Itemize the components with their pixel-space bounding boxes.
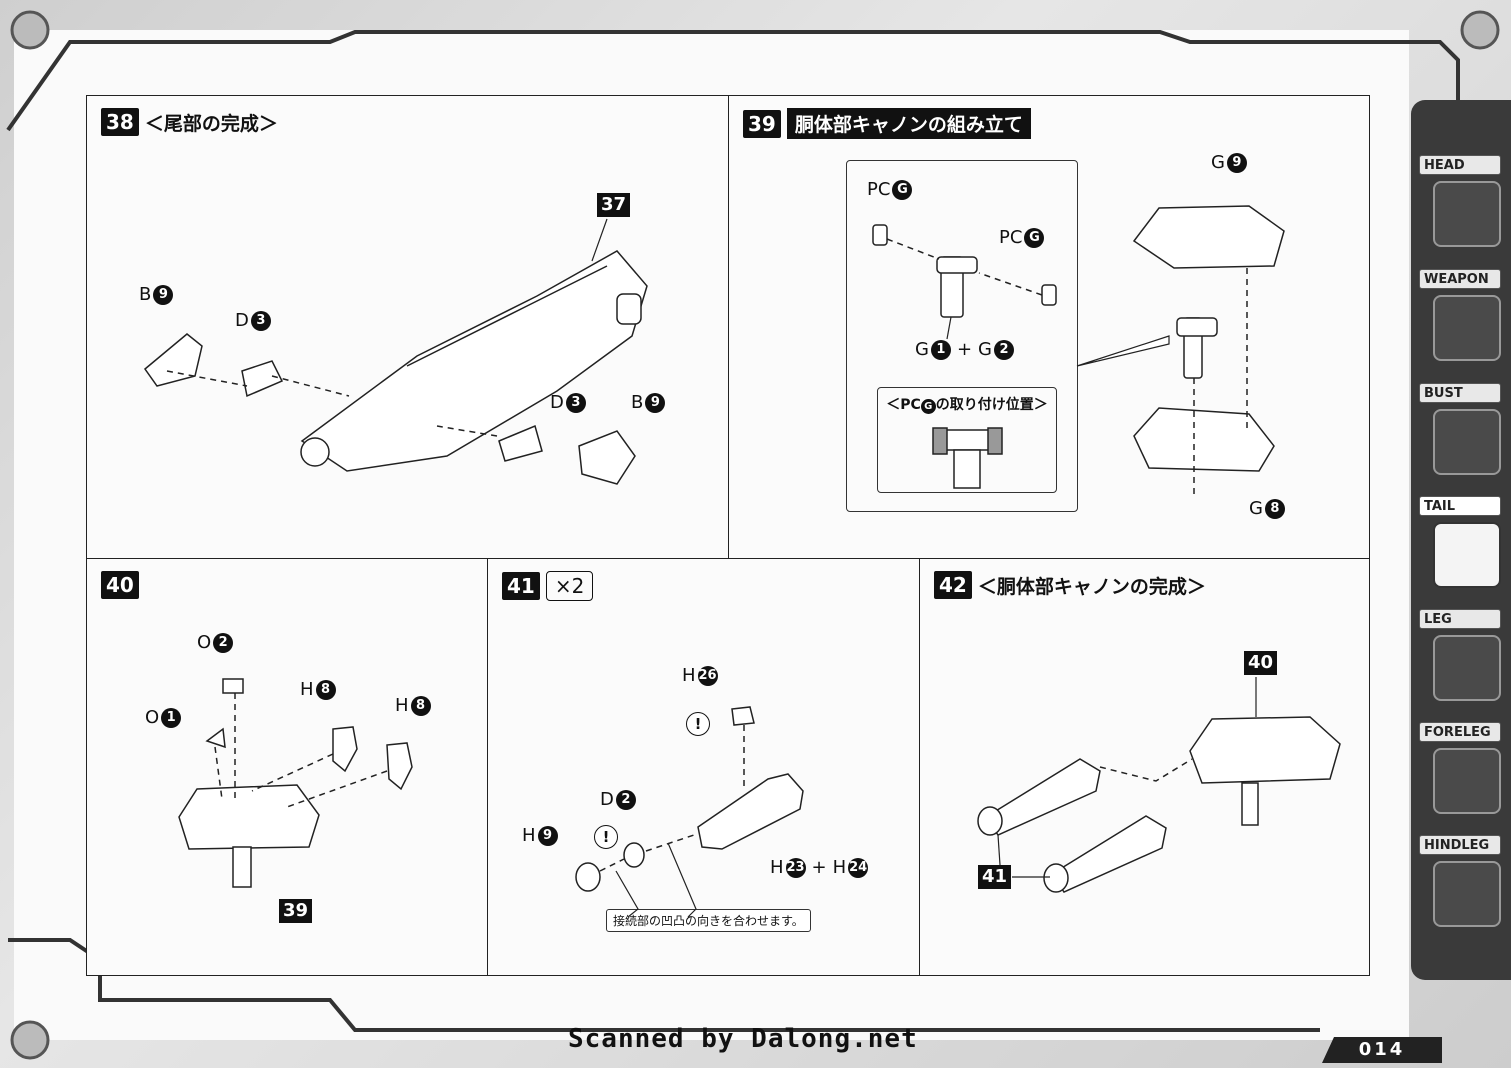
ref-part-40: 40	[1244, 651, 1278, 675]
cannon-body-drawing	[1076, 205, 1285, 496]
finished-cannon-drawing	[977, 677, 1341, 893]
warning-icon-top: !	[686, 712, 710, 736]
tail-assembly-drawing	[143, 218, 648, 485]
bust-icon	[1433, 409, 1501, 475]
ref-part-39: 39	[279, 899, 313, 923]
head-icon	[1433, 181, 1501, 247]
barrel-drawing	[575, 706, 804, 918]
tail-icon	[1433, 522, 1501, 588]
tab-head[interactable]: HEAD	[1419, 155, 1505, 251]
warning-icon-left: !	[594, 825, 618, 849]
step-40-number: 40	[101, 571, 139, 599]
hindleg-icon	[1433, 861, 1501, 927]
step-39-title: 胴体部キャノンの組み立て	[786, 108, 1031, 139]
tab-weapon[interactable]: WEAPON	[1419, 269, 1505, 365]
step-38-number: 38	[101, 108, 139, 136]
step-38-title: ＜尾部の完成＞	[144, 112, 278, 135]
step-41-multiplier: ×2	[545, 571, 594, 601]
tab-foreleg[interactable]: FORELEG	[1419, 722, 1505, 818]
alignment-note: 接続部の凹凸の向きを合わせます。	[606, 909, 811, 932]
step-42-panel: 42 ＜胴体部キャノンの完成＞ 40 41	[919, 558, 1370, 976]
pc-assembly-drawing	[872, 224, 1057, 340]
body-part-drawing	[178, 678, 413, 888]
step-42-number: 42	[934, 571, 972, 599]
ref-part-41: 41	[978, 865, 1012, 889]
ref-part-37: 37	[597, 193, 631, 217]
step-41-number: 41	[502, 572, 540, 600]
step-42-title: ＜胴体部キャノンの完成＞	[977, 575, 1206, 598]
scan-watermark: Scanned by Dalong.net	[568, 1024, 918, 1054]
tab-hindleg[interactable]: HINDLEG	[1419, 835, 1505, 931]
tab-tail[interactable]: TAIL	[1419, 496, 1505, 592]
leg-icon	[1433, 635, 1501, 701]
step-39-number: 39	[743, 109, 781, 138]
foreleg-icon	[1433, 748, 1501, 814]
mount-position-drawing	[932, 427, 1003, 489]
weapon-icon	[1433, 295, 1501, 361]
page-number: 014	[1322, 1037, 1442, 1063]
tab-bust[interactable]: BUST	[1419, 383, 1505, 479]
tab-leg[interactable]: LEG	[1419, 609, 1505, 705]
